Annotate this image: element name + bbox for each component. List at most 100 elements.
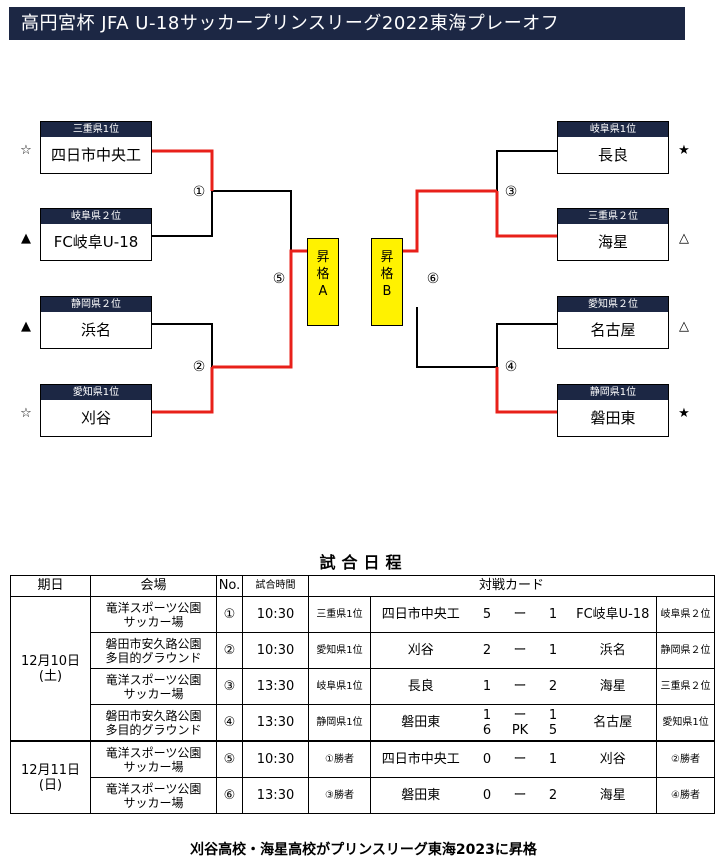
right-team: 名古屋 [569,704,657,742]
line-r3 [496,323,557,367]
left-score: 0 [470,740,504,778]
team-name: 刈谷 [80,409,111,427]
score-dash: ー [503,632,537,669]
schedule-title: 試合日程 [319,553,408,572]
promotion-box-a: 昇 格 A [307,238,339,326]
venue-cell: 竜洋スポーツ公園サッカー場 [90,777,217,814]
table-header-row: 期日 会場 No. 試合時間 対戦カード [10,575,716,597]
team-name: 磐田東 [590,409,636,427]
left-pref: 岐阜県1位 [308,668,371,705]
team-pref: 静岡県1位 [558,385,668,400]
header-time: 試合時間 [242,575,309,597]
venue-cell: 竜洋スポーツ公園サッカー場 [90,596,217,633]
table-row: 12月11日 (日) 竜洋スポーツ公園サッカー場 ⑤ 10:30 ①勝者 四日市… [10,740,716,814]
kickoff-time: 13:30 [242,777,309,814]
score-dash: ー [503,668,537,705]
kickoff-time: 10:30 [242,632,309,669]
right-score: 1 [536,740,570,778]
left-pref: ③勝者 [308,777,371,814]
kickoff-time: 10:30 [242,740,309,778]
header-card: 対戦カード [307,575,716,597]
weekday-text: (日) [38,777,63,793]
team-pref: 岐阜県２位 [41,209,151,224]
line-l3 [152,323,213,367]
promo-char: 昇 [380,250,394,265]
schedule-table: 期日 会場 No. 試合時間 対戦カード 12月10日 (土) 竜洋スポーツ公園… [10,575,716,814]
header-no: No. [216,575,243,597]
score-dash: ー [503,777,537,814]
right-pref: 三重県２位 [655,668,716,705]
left-pref: 三重県1位 [308,596,371,633]
match-no: ⑤ [216,740,243,778]
line-r1 [496,150,557,191]
team-name: FC岐阜U-18 [53,233,139,251]
right-team: 刈谷 [569,740,657,778]
score-dash: ー [503,596,537,633]
team-box-l4: 愛知県1位 刈谷 [40,384,152,437]
right-team: 海星 [569,777,657,814]
left-pref: 静岡県1位 [308,704,371,742]
left-pref: 愛知県1位 [308,632,371,669]
promo-char: 昇 [316,250,330,265]
left-team: 磐田東 [370,704,471,742]
match-number-6: ⑥ [426,271,440,287]
match-number-2: ② [192,359,206,375]
line-lsemi-lose [212,190,292,251]
table-row: 12月10日 (土) 竜洋スポーツ公園サッカー場 ① 10:30 三重県1位 四… [10,596,716,742]
team-box-l2: 岐阜県２位 FC岐阜U-18 [40,208,152,261]
match-no: ② [216,632,243,669]
team-name: 長良 [597,146,628,164]
left-team: 磐田東 [370,777,471,814]
mark-l4: ☆ [20,406,32,421]
venue-cell: 磐田市安久路公園多目的グラウンド [90,704,217,742]
team-pref: 三重県1位 [41,122,151,137]
mark-r4: ★ [678,406,690,421]
venue-cell: 竜洋スポーツ公園サッカー場 [90,668,217,705]
mark-r2: △ [679,231,689,246]
promotion-box-b: 昇 格 B [371,238,403,326]
right-score: 1 [536,632,570,669]
date-text: 12月11日 [20,762,81,778]
right-team: 海星 [569,668,657,705]
header-date: 期日 [10,575,91,597]
right-score: 2 [536,668,570,705]
right-score: 1 [536,596,570,633]
right-team: FC岐阜U-18 [569,596,657,633]
promo-char: 格 [316,267,330,282]
team-pref: 静岡県２位 [41,297,151,312]
left-team: 刈谷 [370,632,471,669]
line-rfinal-win [403,189,497,253]
match-no: ④ [216,704,243,742]
line-l1-win [152,149,214,191]
team-pref: 三重県２位 [558,209,668,224]
left-score: 0 [470,777,504,814]
left-score: 1 [470,668,504,705]
date-text: 12月10日 [20,653,81,669]
left-team: 四日市中央工 [370,596,471,633]
line-l4-win [152,367,214,414]
bracket-lines [152,149,557,414]
right-pref: 愛知県1位 [655,704,716,742]
team-box-l3: 静岡県２位 浜名 [40,296,152,349]
weekday-text: (土) [38,668,63,684]
left-score: 5 [470,596,504,633]
right-score: 2 [536,777,570,814]
table-row: 竜洋スポーツ公園サッカー場 ③ 13:30 岐阜県1位 長良 1 ー 2 海星 … [11,668,716,705]
team-box-r4: 静岡県1位 磐田東 [557,384,669,437]
date-cell-2: 12月11日 (日) [10,740,91,814]
match-number-4: ④ [504,359,518,375]
line-l2 [152,166,213,237]
venue-cell: 竜洋スポーツ公園サッカー場 [90,740,217,778]
mark-l2: ▲ [21,231,31,246]
team-name: 浜名 [80,321,111,339]
header-venue: 会場 [90,575,217,597]
team-box-l1: 三重県1位 四日市中央工 [40,121,152,174]
score-dash: ー [503,740,537,778]
team-box-r2: 三重県２位 海星 [557,208,669,261]
match-no: ① [216,596,243,633]
team-name: 名古屋 [590,321,636,339]
team-pref: 愛知県２位 [558,297,668,312]
line-r4-win [495,367,557,414]
